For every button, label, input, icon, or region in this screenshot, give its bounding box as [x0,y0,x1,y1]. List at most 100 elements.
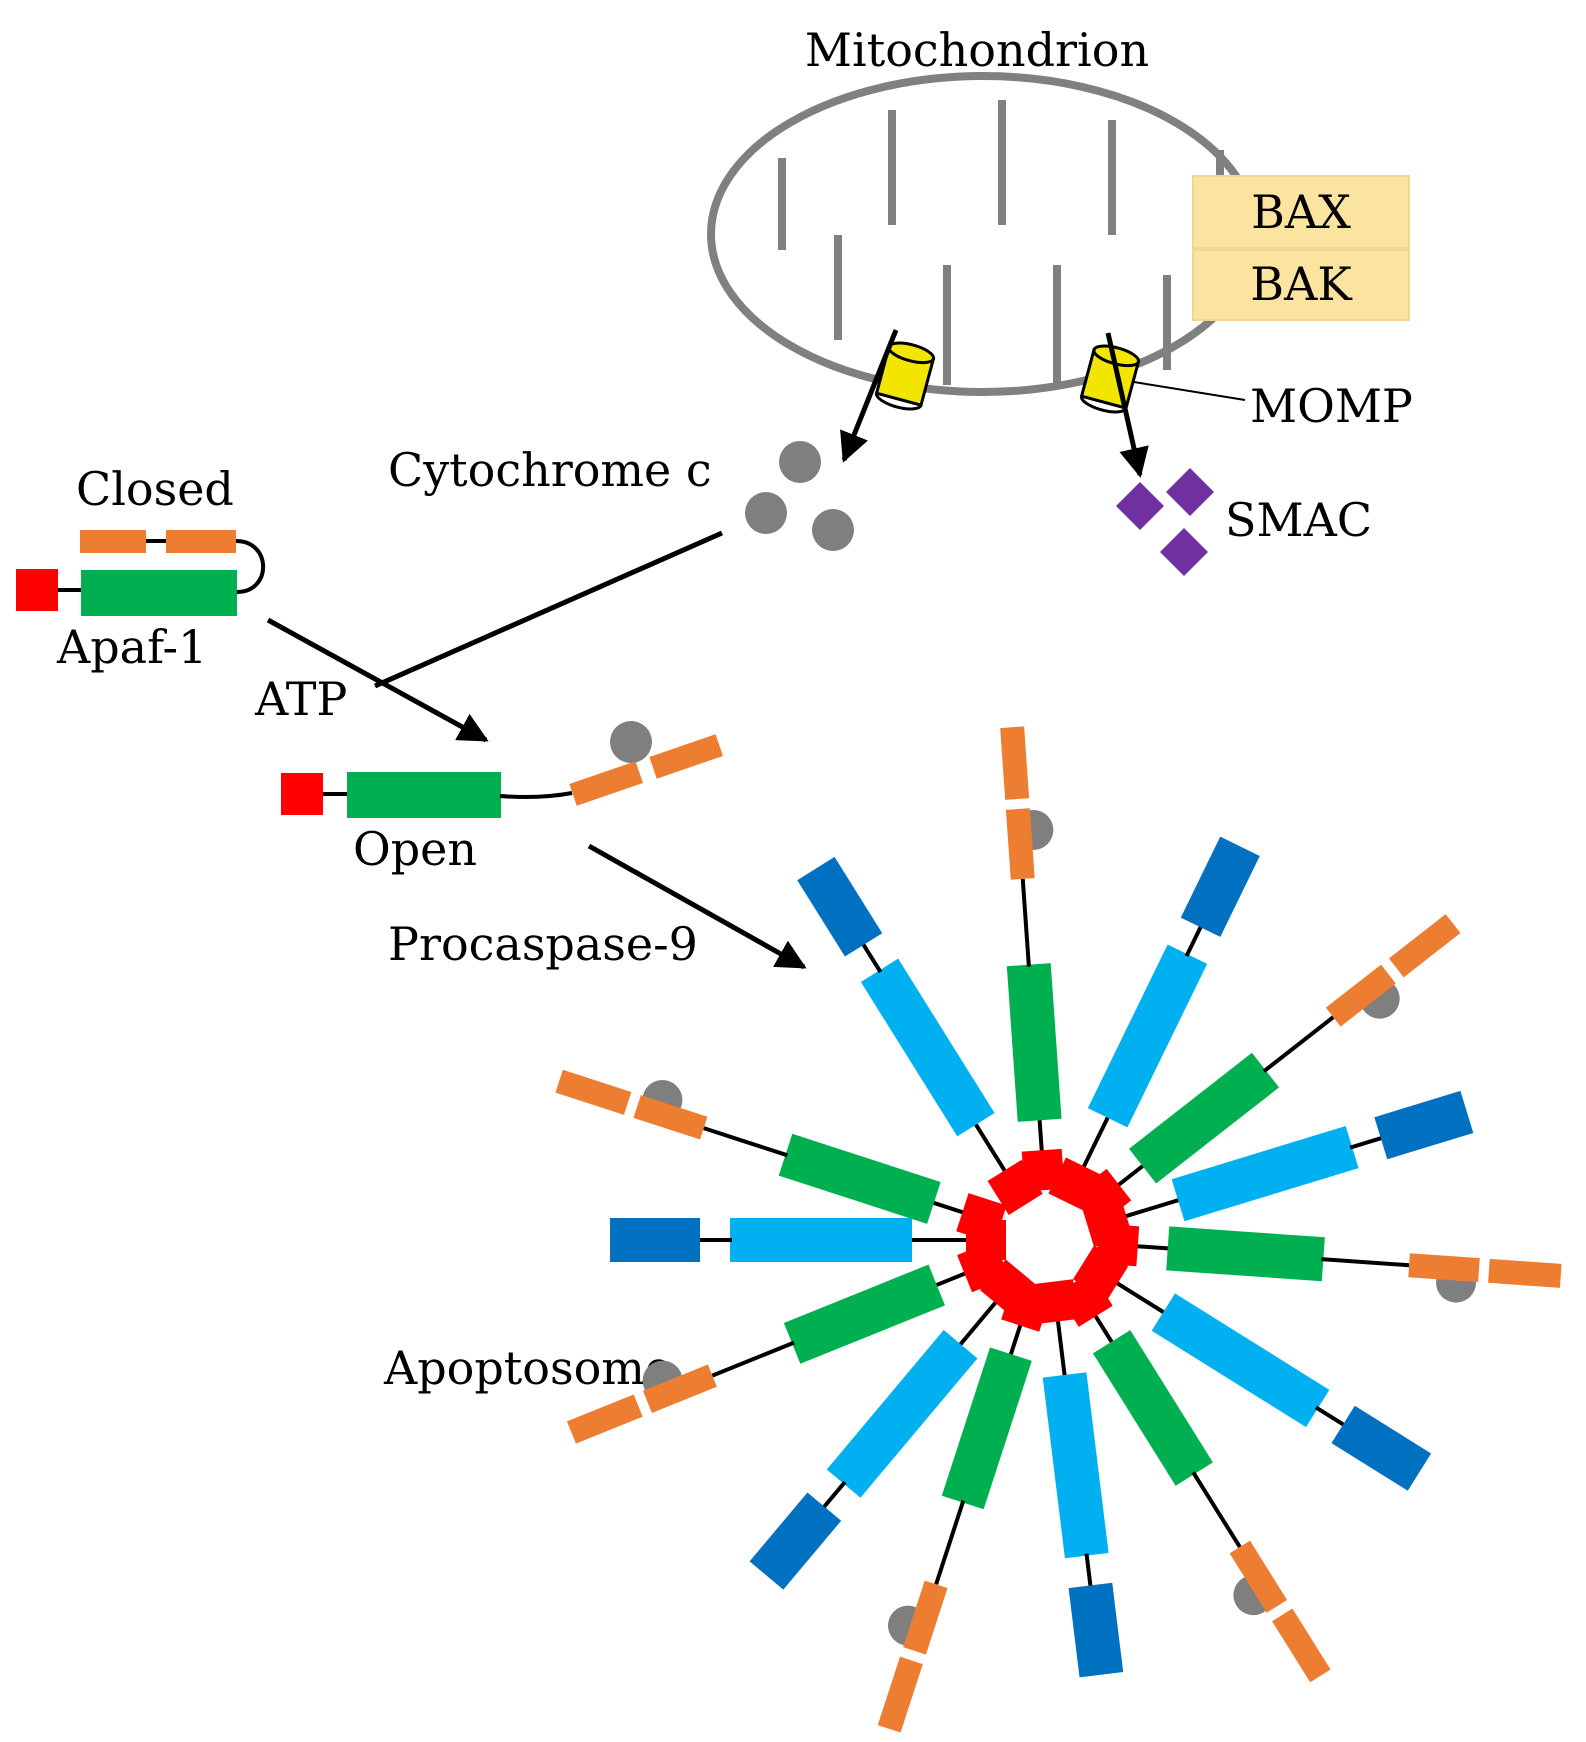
apaf1-wd40-domain [633,1095,708,1140]
apaf1-wd40-domain [1325,964,1396,1027]
procaspase9-protease-domain [860,958,995,1137]
momp-leader-line [1133,381,1246,401]
apaf1-nbd-domain [783,1264,945,1364]
procaspase9-card-domain [610,1218,700,1262]
linker-line [703,1126,789,1158]
apaf1-nbd-domain [941,1347,1032,1510]
apoptosome [555,726,1562,1733]
linker-line [1020,878,1031,967]
apaf1-wd40-domain [80,530,146,553]
bound-cytochrome-c [610,721,652,763]
apaf1-wd40-domain [1229,1540,1288,1613]
procaspase9-protease-domain [1151,1293,1330,1428]
smac-molecules [1116,468,1214,576]
apaf1-wd40-domain [166,530,236,553]
apaf1-nbd-domain [347,772,501,818]
mitochondrion-cristae [778,100,1224,385]
apaf1-wd40-domain [555,1069,632,1115]
apaf1-wd40-domain [1408,1253,1480,1283]
apaf1-wd40-domain [569,761,643,806]
cytochrome-c-molecules [745,441,854,551]
linker-line [1262,1015,1335,1073]
card-domain [956,1193,1007,1244]
linker-line [711,1340,795,1378]
atp-label: ATP [254,672,347,726]
bax-box: BAX [1192,175,1410,249]
apaf1-wd40-domain [566,1394,643,1444]
mitochondrion-label: Mitochondrion [805,23,1149,77]
apaf1-wd40-domain [1005,808,1035,880]
momp-label: MOMP [1250,379,1413,433]
apaf1-nbd-domain [778,1133,941,1224]
linker-line [1191,1471,1242,1549]
apaf1-nbd-domain [1006,963,1062,1122]
apaf1-nbd-domain [81,570,237,616]
apaf1-spoke [1075,1285,1331,1683]
apaf1-spoke [1000,726,1062,1186]
procaspase9-protease-domain [1087,944,1208,1128]
arrow-activation [266,617,489,743]
procaspase9-spoke [1093,1267,1432,1491]
apaf1-closed [16,530,266,616]
apaf1-spoke [555,1069,997,1225]
procaspase9-card-domain [1068,1582,1124,1678]
apaf1-wd40-domain [649,734,723,779]
linker-line [860,942,883,974]
apaf1-card-domain [16,569,58,611]
linker-line [1314,1405,1346,1428]
cytochrome-c-label: Cytochrome c [388,443,712,497]
linker-line [1184,924,1204,957]
apaf1-wd40-domain [1272,1608,1331,1683]
linker-line [1349,1135,1384,1150]
apaf1-wd40-domain [1000,726,1030,800]
procaspase9-card-domain [749,1492,842,1590]
arrow-cytochrome-release [840,329,899,463]
linker-line [1084,1553,1093,1588]
card-domain [987,1159,1043,1215]
procaspase9-protease-domain [730,1218,912,1262]
procaspase9-label: Procaspase-9 [388,917,698,971]
procaspase9-card-domain [797,856,883,957]
procaspase9-card-domain [1331,1405,1432,1491]
arrow-assembly [587,843,807,970]
apaf1-wd40-domain [903,1580,948,1655]
procaspase9-spoke [610,1218,993,1262]
apaf1-nbd-domain [1166,1226,1325,1282]
apoptosome-label: Apoptosome [383,1341,672,1395]
bak-box: BAK [1192,249,1410,321]
apaf1-wd40-domain [877,1656,923,1733]
procaspase9-protease-domain [1171,1125,1359,1222]
arrow-smac-release [1105,332,1149,478]
apoptosome-spokes [555,726,1562,1733]
apaf1-spoke [1102,1226,1562,1303]
apaf1-wd40-domain [1388,914,1461,978]
apaf1-wd40-domain [642,1364,717,1413]
pore-left [874,341,936,411]
apaf1-nbd-domain [1129,1052,1280,1184]
procaspase9-card-domain [1180,836,1260,937]
procaspase9-protease-domain [1042,1372,1109,1559]
linker-line [1321,1257,1410,1268]
procaspase9-spoke [1100,1090,1474,1226]
mitochondrion-outer-membrane [707,72,1259,396]
apaf1-spoke [1090,914,1461,1208]
linker-line [821,1480,847,1510]
open-label: Open [353,822,477,876]
apaf1-wd40-domain [1488,1258,1562,1288]
bax-label: BAX [1251,185,1351,239]
pore-right [1079,344,1141,414]
apaf1-label: Apaf-1 [56,620,207,674]
linker-line [934,1499,966,1585]
apaf1-open [281,721,723,818]
procaspase9-card-domain [1374,1090,1474,1160]
procaspase9-protease-domain [826,1330,978,1498]
apoptosome-center [1014,1206,1082,1274]
apoptosome-card-ring [956,1148,1140,1332]
closed-label: Closed [76,462,234,516]
mitochondrion [707,72,1259,396]
procaspase9-spoke [797,856,1021,1195]
cytochrome-binding-line [373,530,724,689]
apaf1-card-domain [281,773,323,815]
apaf1-nbd-domain [1092,1330,1213,1486]
